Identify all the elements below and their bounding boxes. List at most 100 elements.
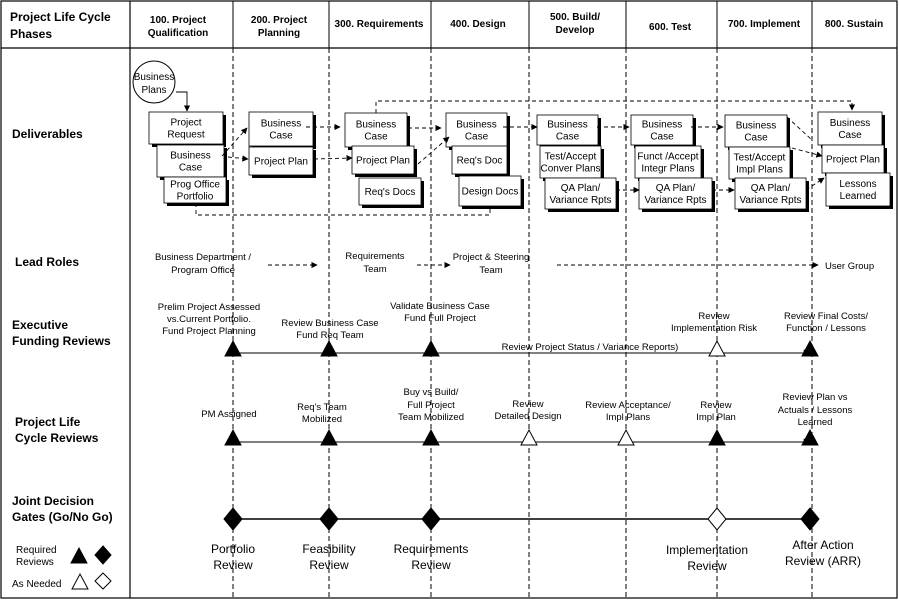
business-plans-line-2: Plans: [141, 85, 166, 96]
deliverable-label: Project Plan: [826, 155, 880, 166]
legend-required-1: Required: [16, 545, 57, 556]
lifecycle-marker-pm: [224, 428, 242, 446]
deliverable-box: [248, 146, 314, 176]
header-title-line-1: Project Life Cycle: [10, 10, 111, 24]
deliverable-label: Test/Accept: [734, 153, 786, 164]
deliverable-reqs-docs: Req's Docs: [358, 177, 424, 208]
gate-implementation-1: Implementation: [666, 543, 748, 557]
deliverable-label: Business: [547, 120, 588, 131]
lead-roles: Business Department / Program Office Req…: [155, 251, 874, 276]
row-label-gates-1: Joint Decision: [12, 494, 94, 508]
phase-600-label: 600. Test: [649, 22, 692, 33]
deliverable-box: [630, 114, 694, 146]
lc-design-2: Detailed Design: [494, 411, 561, 422]
deliverable-qa-plan-700: QA Plan/Variance Rpts: [734, 177, 809, 212]
deliverable-label: Case: [269, 131, 293, 142]
executive-marker-business-case: [320, 339, 338, 357]
deliverable-label: QA Plan/: [561, 183, 601, 194]
deliverable-design-docs: Design Docs: [458, 175, 524, 209]
deliverable-label: Variance Rpts: [644, 195, 706, 206]
gate-after-action-1: After Action: [792, 538, 853, 552]
gate-feasibility-2: Review: [309, 558, 349, 572]
lifecycle-marker-reqs-team: [320, 428, 338, 446]
lc-impl-plan-2: Impl Plan: [696, 412, 736, 423]
deliverable-label: Project Plan: [254, 157, 308, 168]
deliverable-box: [451, 145, 508, 175]
legend-required-triangle: [70, 546, 88, 564]
header-title-line-2: Phases: [10, 27, 52, 41]
deliverable-label: Req's Doc: [457, 156, 503, 167]
exec-impl-risk-1: Review: [698, 311, 729, 322]
phase-800-label: 800. Sustain: [825, 19, 883, 30]
exec-impl-risk-2: Implementation Risk: [671, 323, 757, 334]
lc-buy-build-1: Buy vs Build/: [404, 387, 459, 398]
lifecycle-marker-design: [520, 428, 538, 446]
deliverable-label: Learned: [840, 191, 877, 202]
row-label-lead-roles: Lead Roles: [15, 255, 79, 269]
deliverable-box: [148, 111, 224, 145]
deliverable-label: Case: [556, 132, 580, 143]
deliverable-label: Conver Plans: [540, 164, 600, 175]
lead-role-user-group: User Group: [825, 261, 874, 272]
business-plans-circle: [132, 60, 176, 104]
gate-marker-portfolio: [223, 507, 243, 531]
gate-portfolio-1: Portfolio: [211, 542, 255, 556]
deliverable-label: Variance Rpts: [549, 195, 611, 206]
exec-final-costs-1: Review Final Costs/: [784, 311, 868, 322]
deliverable-label: QA Plan/: [656, 183, 696, 194]
deliverable-qa-plan-500: QA Plan/Variance Rpts: [544, 177, 619, 212]
row-label-gates-2: Gates (Go/No Go): [12, 510, 113, 524]
deliverable-box: [536, 114, 599, 146]
deliverable-label: Prog Office: [170, 180, 220, 191]
deliverable-project-plan-300: Project Plan: [351, 145, 417, 177]
deliverable-box: [351, 145, 415, 175]
deliverable-label: Lessons: [839, 179, 876, 190]
deliverable-label: Case: [744, 133, 768, 144]
exec-final-costs-2: Function / Lessons: [786, 323, 866, 334]
gate-requirements-2: Review: [411, 558, 451, 572]
deliverable-label: Business: [830, 118, 871, 129]
gate-marker-feasibility: [319, 507, 339, 531]
row-label-deliverables: Deliverables: [12, 127, 83, 141]
gate-after-action-2: Review (ARR): [785, 554, 861, 568]
legend-as-needed-diamond: [94, 572, 112, 590]
lc-buy-build-2: Full Project: [407, 400, 455, 411]
legend-as-needed: As Needed: [12, 579, 61, 590]
deliverable-reqs-doc: Req's Doc: [451, 145, 510, 177]
phase-100-label-2: Qualification: [148, 28, 209, 39]
lc-plan-actuals-2: Actuals / Lessons: [778, 405, 853, 416]
phase-300-label: 300. Requirements: [335, 19, 424, 30]
phase-100-label: 100. Project: [150, 15, 207, 26]
lc-reqs-team-1: Req's Team: [297, 402, 347, 413]
deliverable-label: Test/Accept: [545, 152, 597, 163]
deliverable-label: Variance Rpts: [739, 195, 801, 206]
lead-role-business-dept-2: Program Office: [171, 265, 235, 276]
deliverable-label: Project Plan: [356, 156, 410, 167]
row-labels: Deliverables Lead Roles Executive Fundin…: [12, 127, 113, 524]
phase-500-label: 500. Build/: [550, 12, 600, 23]
deliverable-box: [163, 176, 227, 204]
deliverable-label: Request: [167, 130, 204, 141]
deliverable-label: Case: [838, 130, 862, 141]
gate-implementation-2: Review: [687, 559, 727, 573]
lead-role-business-dept-1: Business Department /: [155, 252, 251, 263]
deliverable-box: [821, 144, 885, 174]
deliverable-label: Project: [170, 118, 201, 129]
lc-impl-plan-1: Review: [700, 400, 731, 411]
gate-marker-after-action: [800, 507, 820, 531]
executive-marker-final-costs: [801, 339, 819, 357]
exec-validate-2: Fund Full Project: [404, 313, 476, 324]
lead-role-requirements-1: Requirements: [345, 251, 404, 262]
lifecycle-marker-plan-vs-actuals: [801, 428, 819, 446]
executive-marker-impl-risk: [708, 339, 726, 357]
legend: Required Reviews As Needed: [12, 545, 112, 590]
exec-prelim-1: Prelim Project Assessed: [158, 302, 260, 313]
